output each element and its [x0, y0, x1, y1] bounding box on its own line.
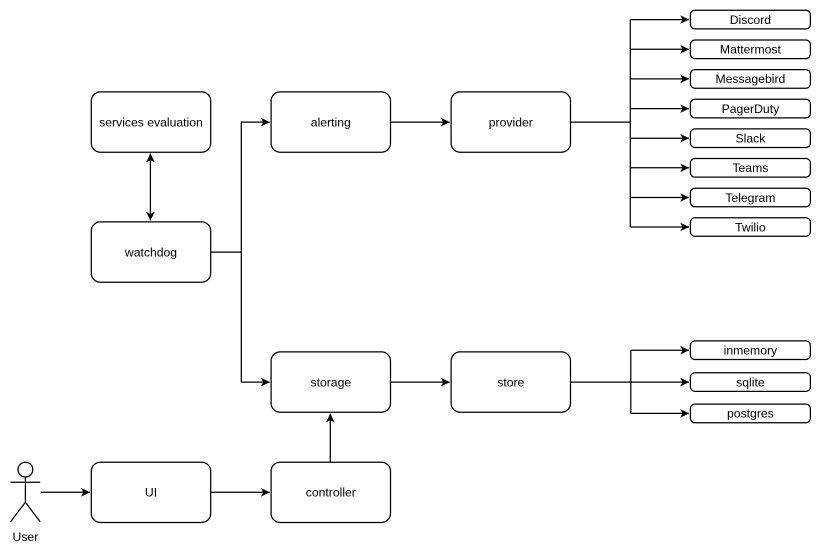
svg-text:Messagebird: Messagebird — [716, 72, 786, 86]
svg-text:Twilio: Twilio — [735, 220, 766, 234]
svg-text:Teams: Teams — [732, 161, 768, 175]
svg-text:sqlite: sqlite — [736, 375, 765, 389]
svg-text:Mattermost: Mattermost — [720, 43, 782, 57]
svg-text:Slack: Slack — [735, 132, 766, 146]
svg-text:watchdog: watchdog — [124, 245, 177, 259]
svg-text:UI: UI — [145, 486, 157, 500]
svg-text:Telegram: Telegram — [725, 191, 775, 205]
svg-text:services evaluation: services evaluation — [99, 115, 203, 129]
svg-text:PagerDuty: PagerDuty — [722, 102, 780, 116]
svg-text:provider: provider — [489, 115, 533, 129]
svg-text:postgres: postgres — [727, 407, 774, 421]
svg-text:controller: controller — [306, 486, 356, 500]
svg-text:storage: storage — [310, 375, 351, 389]
svg-text:Discord: Discord — [730, 13, 771, 27]
svg-text:inmemory: inmemory — [724, 344, 778, 358]
svg-text:alerting: alerting — [311, 115, 351, 129]
svg-text:store: store — [497, 375, 524, 389]
svg-text:User: User — [13, 530, 39, 544]
